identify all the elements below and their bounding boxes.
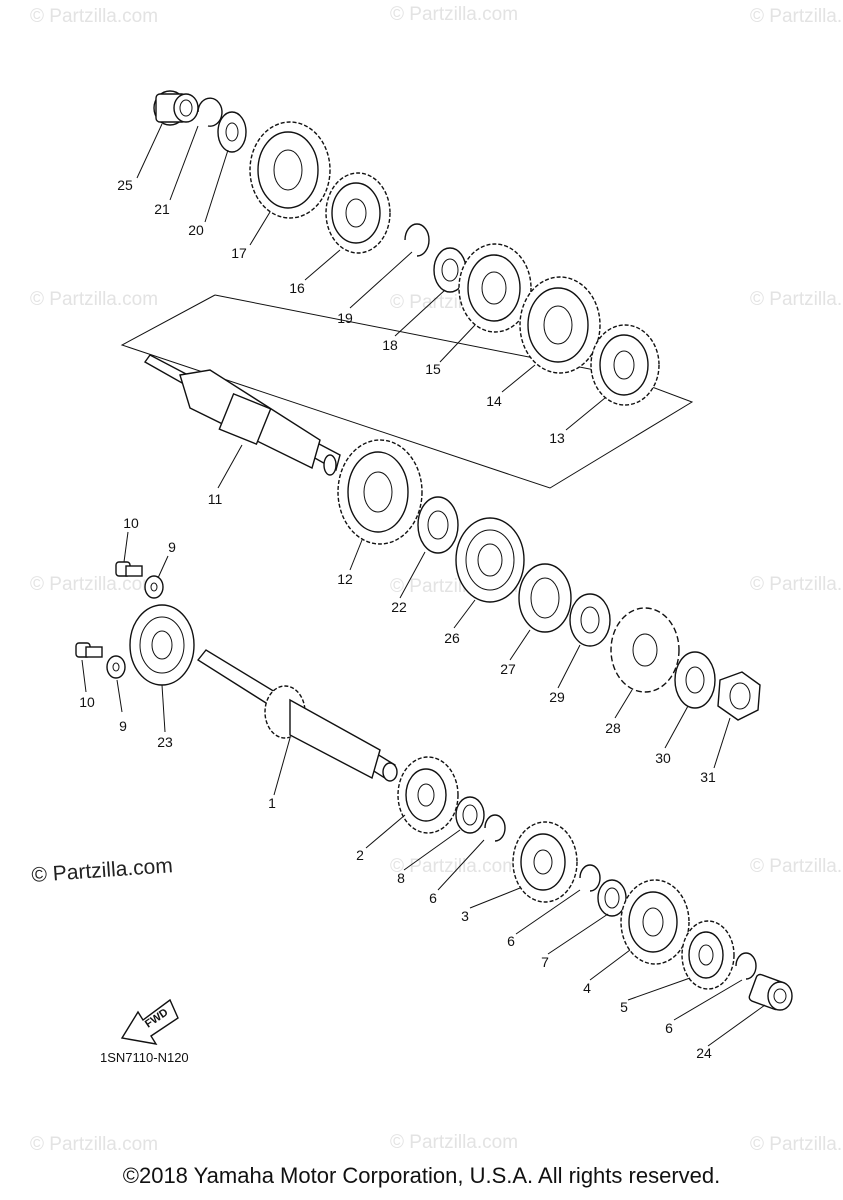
- callout-6: 6: [429, 890, 437, 906]
- fwd-arrow-icon: FWD: [120, 998, 179, 1045]
- callout-9: 9: [168, 539, 176, 555]
- callout-22: 22: [391, 599, 407, 615]
- watermark: © Partzilla.com: [390, 856, 518, 877]
- callout-7: 7: [541, 954, 549, 970]
- part-25-needle-bearing: [153, 90, 199, 126]
- part-5-gear: [681, 920, 735, 990]
- part-15-gear: [458, 243, 532, 333]
- part-3-gear: [512, 821, 578, 903]
- watermark: © Partzilla.com: [750, 1134, 843, 1150]
- callout-4: 4: [583, 980, 591, 996]
- transmission-diagram: © Partzilla.com © Partzilla.com © Partzi…: [30, 4, 843, 1150]
- part-6-circlip: [579, 864, 601, 892]
- callout-21: 21: [154, 201, 170, 217]
- callout-labels: 25 21 20 17 16 19 18 15 14 13 11 12 22 2…: [79, 177, 716, 1061]
- part-8-washer: [455, 796, 485, 834]
- callout-27: 27: [500, 661, 516, 677]
- callout-12: 12: [337, 571, 353, 587]
- watermark: © Partzilla.com: [750, 6, 843, 27]
- part-31-nut: [717, 671, 761, 721]
- part-27-oil-seal: [518, 563, 572, 633]
- callout-26: 26: [444, 630, 460, 646]
- part-6-circlip: [735, 952, 757, 980]
- callout-10: 10: [79, 694, 95, 710]
- callout-8: 8: [397, 870, 405, 886]
- part-2-gear: [397, 756, 459, 834]
- part-9-washer-lower: [106, 655, 126, 679]
- watermark: © Partzilla.com: [30, 574, 158, 595]
- part-16-gear: [325, 172, 391, 254]
- callout-18: 18: [382, 337, 398, 353]
- part-21-circlip: [197, 97, 223, 127]
- watermark: © Partzilla.com: [390, 1132, 518, 1150]
- callout-11: 11: [208, 491, 223, 507]
- brand-watermark: © Partzilla.com: [31, 854, 174, 887]
- part-10-bolt-upper: [115, 561, 143, 577]
- callout-3: 3: [461, 908, 469, 924]
- part-4-gear: [620, 879, 690, 965]
- callout-30: 30: [655, 750, 671, 766]
- callout-6: 6: [665, 1020, 673, 1036]
- part-7-washer: [597, 879, 627, 917]
- part-14-gear: [519, 276, 601, 374]
- part-12-gear: [337, 439, 423, 545]
- callout-19: 19: [337, 310, 353, 326]
- part-30-lock-washer: [674, 651, 716, 709]
- callout-9: 9: [119, 718, 127, 734]
- callout-20: 20: [188, 222, 204, 238]
- part-11-main-axle: [143, 354, 341, 476]
- callout-23: 23: [157, 734, 173, 750]
- watermark: © Partzilla.com: [30, 289, 158, 310]
- part-17-gear: [249, 121, 331, 219]
- watermark: © Partzilla.com: [30, 6, 158, 27]
- part-10-bolt-lower: [75, 642, 103, 658]
- part-23-bearing: [129, 604, 195, 686]
- callout-10: 10: [123, 515, 139, 531]
- callout-2: 2: [356, 847, 364, 863]
- part-28-sprocket: [610, 607, 680, 693]
- part-19-circlip: [404, 223, 430, 257]
- callout-28: 28: [605, 720, 621, 736]
- callout-6: 6: [507, 933, 515, 949]
- callout-13: 13: [549, 430, 565, 446]
- watermark: © Partzilla.com: [750, 574, 843, 595]
- part-20-washer: [217, 111, 247, 153]
- callout-24: 24: [696, 1045, 712, 1061]
- watermark: © Partzilla.com: [750, 289, 843, 310]
- part-1-drive-axle: [196, 649, 398, 782]
- part-26-bearing: [455, 517, 525, 603]
- watermark: © Partzilla.com: [390, 4, 518, 25]
- part-24-needle-bearing: [748, 973, 793, 1011]
- diagram-code: 1SN7110-N120: [100, 1050, 189, 1065]
- callout-1: 1: [268, 795, 276, 811]
- copyright-notice: ©2018 Yamaha Motor Corporation, U.S.A. A…: [122, 1163, 721, 1188]
- callout-5: 5: [620, 999, 628, 1015]
- part-9-washer-upper: [144, 575, 164, 599]
- callout-31: 31: [700, 769, 716, 785]
- watermark: © Partzilla.com: [30, 1134, 158, 1150]
- assembly-outline: [120, 294, 694, 489]
- callout-15: 15: [425, 361, 441, 377]
- callout-25: 25: [117, 177, 133, 193]
- callout-17: 17: [231, 245, 247, 261]
- parts: [75, 90, 793, 1011]
- callout-16: 16: [289, 280, 305, 296]
- part-29-collar: [569, 593, 611, 647]
- callout-14: 14: [486, 393, 502, 409]
- part-22-washer: [417, 496, 459, 554]
- part-13-gear: [590, 324, 660, 406]
- callout-29: 29: [549, 689, 565, 705]
- watermark: © Partzilla.com: [750, 856, 843, 877]
- part-6-circlip: [484, 814, 506, 842]
- leader-lines: [81, 123, 766, 1047]
